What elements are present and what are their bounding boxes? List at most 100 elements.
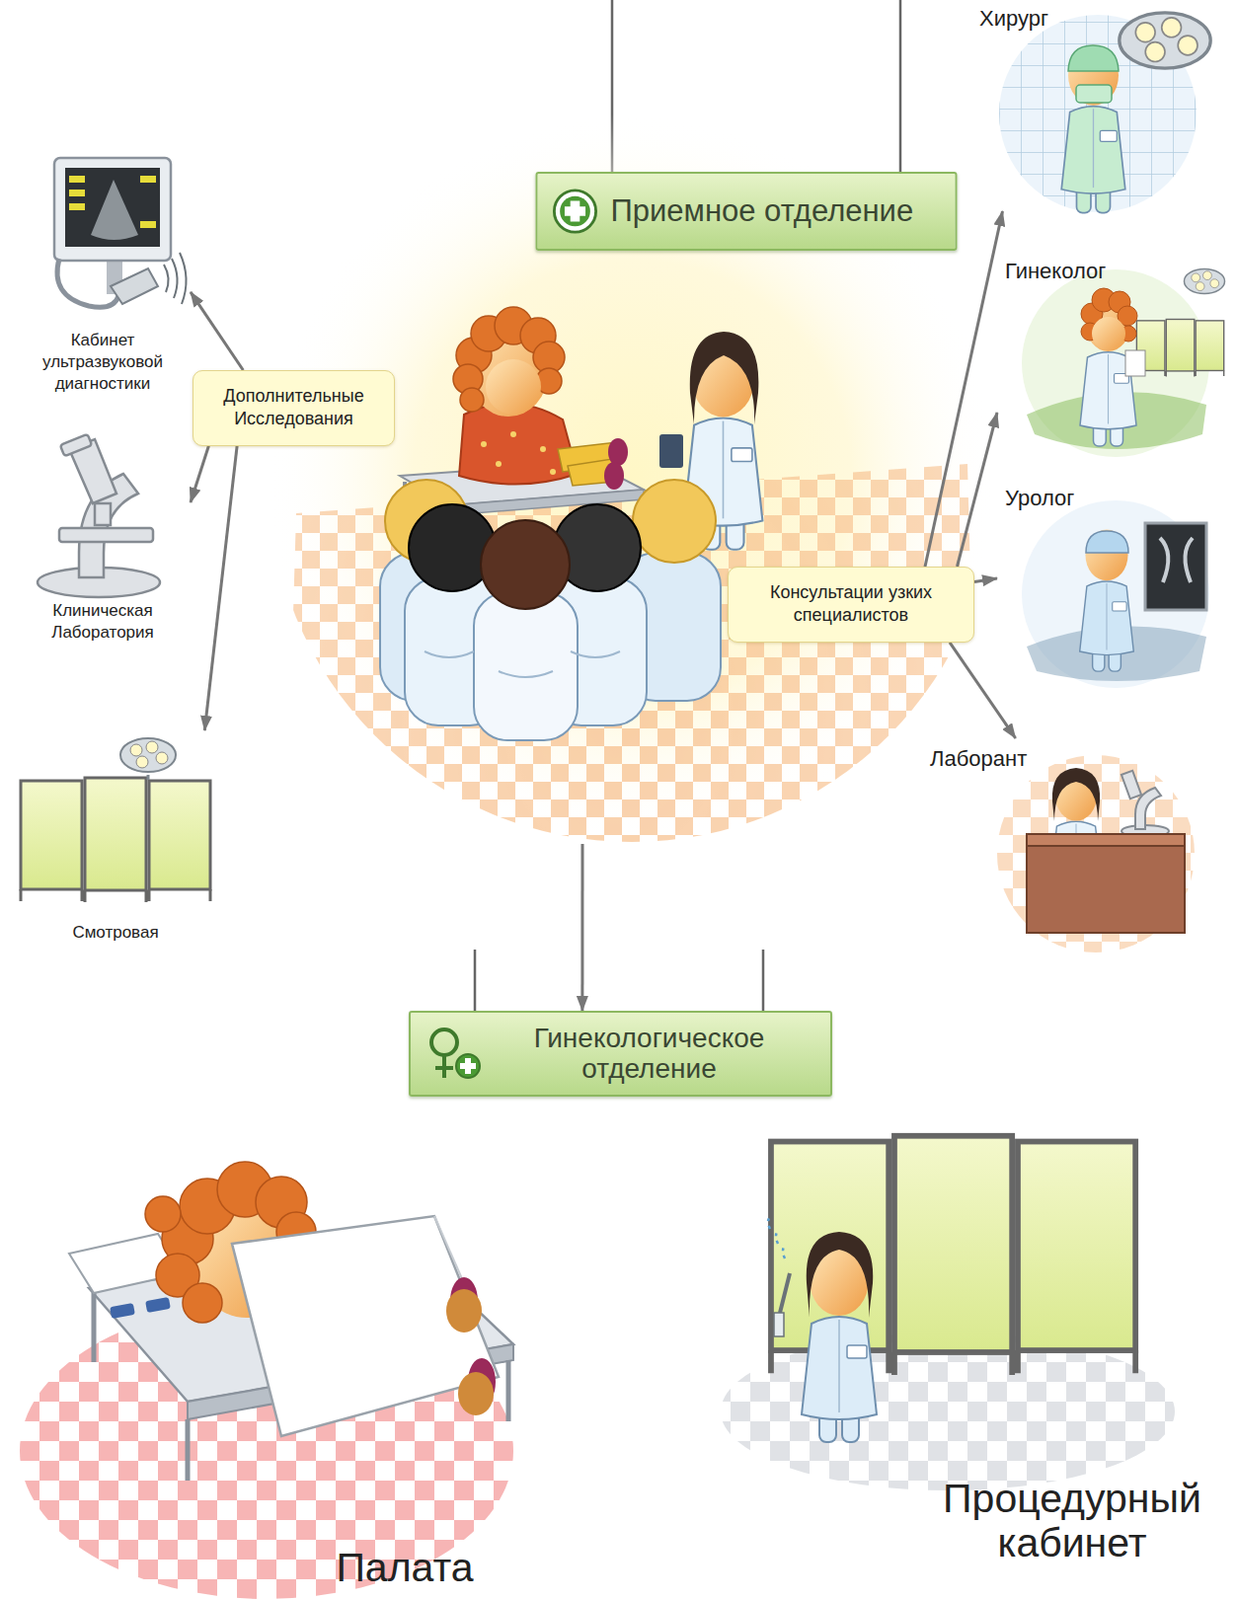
surgeon-icon-part (1119, 12, 1211, 69)
lab-assistant-icon-part (1052, 768, 1100, 822)
examination-room: Смотровая (11, 730, 220, 958)
gynaecologist-icon-part (1125, 350, 1146, 377)
cross-disc (456, 1054, 480, 1079)
lab-assistant-icon-part (997, 755, 1195, 953)
urologist-icon-part (1085, 531, 1129, 553)
label-text: Гинекологическое отделение (483, 1022, 815, 1085)
screens-icon-part (120, 738, 176, 773)
arrow-connector (957, 412, 999, 567)
label-text: Хирург (979, 5, 1230, 32)
microscope-icon-part (59, 528, 154, 542)
ward-scene-part (446, 1289, 482, 1333)
ultrasound-icon-part (140, 221, 156, 229)
urologist-icon-part (1159, 538, 1193, 583)
reception-scene-part (480, 520, 570, 610)
reception-scene-part (632, 479, 716, 563)
lab-assistant-icon-part (1121, 771, 1169, 838)
ward-scene-part (434, 1216, 464, 1284)
banner-box: Приемное отделение (536, 171, 958, 251)
reception-scene-part (460, 387, 484, 412)
ward-scene-part (182, 1283, 223, 1323)
screens-icon (20, 738, 211, 903)
reception-scene-part (480, 441, 487, 448)
reception-scene-part (485, 359, 542, 415)
gynaecologist-icon-part (1183, 269, 1225, 295)
treatment-room-scene-part (720, 1332, 1175, 1491)
arrow-connector (190, 292, 243, 371)
venus-ring (431, 1029, 458, 1056)
label-text: Приемное отделение (611, 193, 915, 230)
lab-assistant-icon (997, 755, 1195, 953)
ward-scene (19, 1161, 514, 1600)
reception-scene (266, 113, 998, 850)
treatment-room-scene-part (806, 1232, 873, 1318)
surgeon-icon-part (1061, 45, 1126, 214)
screens-icon-part (20, 777, 211, 903)
reception-scene-part (540, 446, 546, 453)
ultrasound-icon-part (140, 175, 156, 183)
ward-scene-part (109, 1303, 136, 1319)
ward-scene-part (145, 1297, 171, 1314)
label-text: Дополнительные Исследования (205, 385, 383, 432)
room-label: Палата (296, 1546, 514, 1591)
treatment-room-scene (720, 1136, 1175, 1491)
ward-scene-part (231, 1216, 499, 1437)
ultrasound-icon-part (110, 268, 158, 305)
reception-scene-part (510, 431, 517, 438)
ultrasound-icon-part (54, 157, 171, 261)
urologist-icon (1021, 500, 1210, 689)
reception-scene-part (424, 651, 620, 678)
reception-scene-part (424, 651, 620, 678)
ultrasound-icon-part (69, 203, 85, 211)
cross-icon-disc (559, 196, 591, 228)
reception-scene-part (286, 463, 978, 850)
microscope-icon-part (94, 503, 111, 526)
hanger-line-part (474, 949, 764, 1013)
lab-assistant-icon-part (1121, 771, 1142, 800)
reception-scene-part (659, 434, 684, 468)
ultrasound-icon-part (65, 167, 160, 247)
microscope-icon (37, 434, 160, 598)
gynaecologist-icon-part (1091, 316, 1126, 351)
ultrasound-icon (54, 157, 187, 308)
lab-assistant-icon-part (1026, 834, 1185, 933)
reception-scene-part (286, 463, 978, 850)
cross-icon-ring (553, 190, 596, 232)
reception-scene-part (690, 331, 760, 425)
label-text: Кабинет ультразвуковой диагностики (14, 329, 191, 394)
cross-mark (460, 1058, 476, 1075)
arrow-connector (204, 446, 237, 731)
room-label: Процедурный кабинет (894, 1476, 1237, 1566)
gynaecologist-icon (1021, 269, 1226, 458)
reception-scene-part (473, 592, 578, 741)
label-text: Смотровая (11, 922, 220, 944)
urologist-icon-part (1021, 500, 1210, 689)
treatment-room-scene-part (768, 1217, 785, 1259)
callout-box: Дополнительные Исследования (192, 370, 395, 447)
screens-icon-part (147, 774, 151, 780)
specialist: Уролог (997, 485, 1230, 684)
arrow-connector (580, 844, 584, 1011)
arrow-connector (925, 211, 1004, 567)
surgeon-icon (999, 12, 1211, 214)
label-text: Уролог (1005, 485, 1230, 512)
surgeon-icon-part (1076, 84, 1112, 103)
specialist: Гинеколог (997, 258, 1230, 452)
urologist-icon-part (1080, 529, 1135, 672)
ward-scene-part (145, 1196, 181, 1233)
ultrasound-icon-part (90, 179, 139, 240)
specialist: Хирург (977, 3, 1230, 212)
ward-scene-part (458, 1372, 494, 1416)
reception-scene-part (459, 403, 578, 485)
cross-icon (551, 187, 600, 235)
label-text: Лаборант (929, 746, 1230, 773)
ultrasound-room: Кабинет ультразвуковой диагностики (14, 148, 191, 410)
gynecology-icon (422, 1024, 484, 1083)
microscope-icon-part (60, 434, 92, 457)
arrow-connector (949, 642, 1016, 739)
laboratory: Клиническая Лаборатория (14, 434, 191, 662)
cross-icon-cross (564, 200, 586, 222)
venus-stem (435, 1055, 454, 1079)
